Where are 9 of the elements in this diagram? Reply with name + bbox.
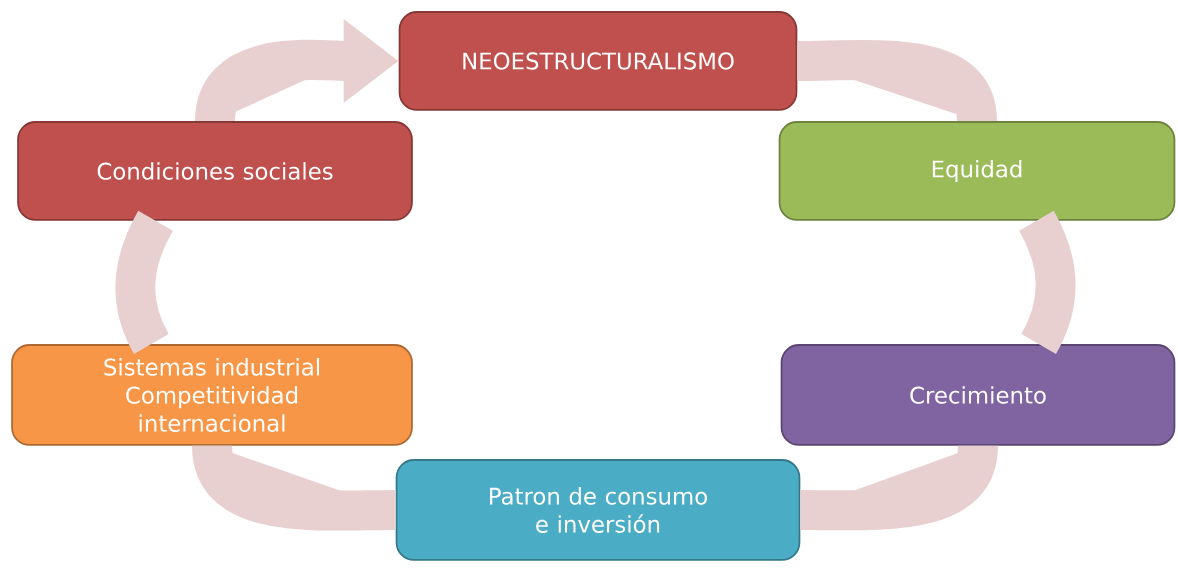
- cycle-arrow: [192, 443, 396, 531]
- process-box: NEOESTRUCTURALISMO: [398, 11, 798, 111]
- process-box: Equidad: [778, 121, 1176, 221]
- cycle-arrow: [800, 443, 998, 531]
- process-box: Sistemas industrial Competitividad internacional: [11, 344, 413, 446]
- process-box: Crecimiento: [780, 344, 1176, 446]
- cycle-arrow: [797, 39, 997, 124]
- process-box: Patron de consumo e inversión: [395, 459, 801, 561]
- process-box: Condiciones sociales: [17, 121, 413, 221]
